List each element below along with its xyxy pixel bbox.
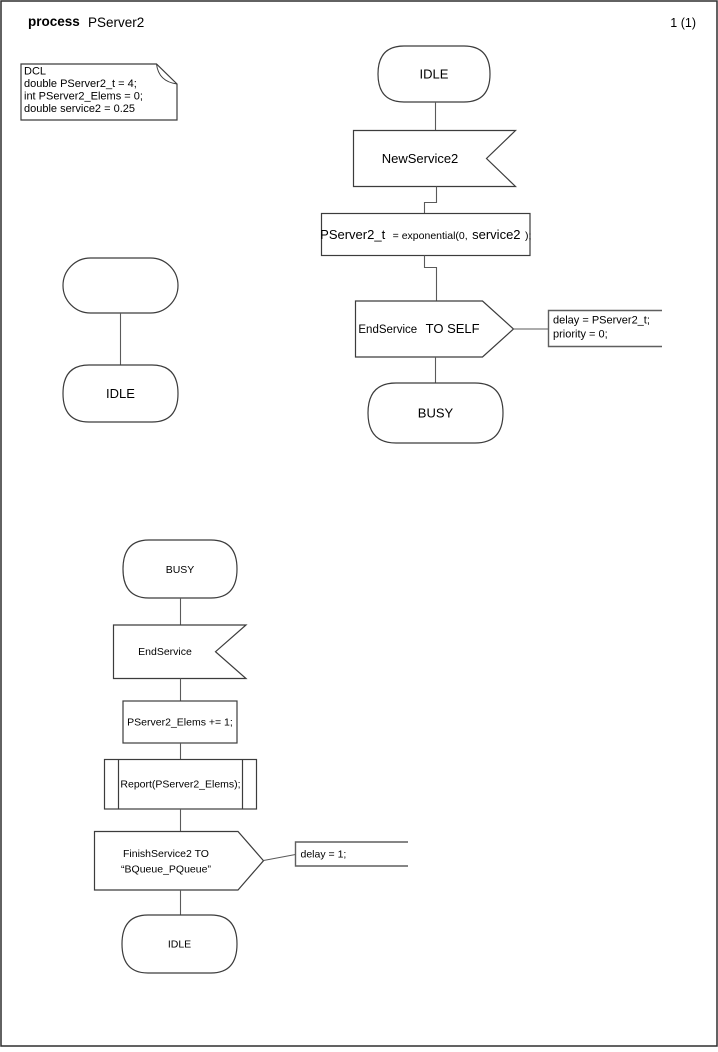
connector[interactable] [423,186,438,214]
state-symbol-idle[interactable] [377,45,491,103]
output-signal-symbol[interactable] [93,830,265,891]
input-signal-symbol[interactable] [352,129,517,188]
state-symbol-busy[interactable] [122,539,238,599]
output-signal-symbol[interactable] [354,300,515,358]
task-arg: service2 [472,227,520,242]
output-signal-label: EndService TO SELF [358,320,479,337]
dcl-line: double PServer2_t = 4; [24,78,137,90]
task-lhs: PServer2_t [320,227,385,242]
procedure-call-symbol[interactable] [103,758,258,810]
dcl-line: double service2 = 0.25 [24,103,135,115]
comment-connector[interactable] [263,853,296,862]
task-symbol[interactable] [122,700,238,744]
folded-corner-icon [156,63,178,85]
task-mid: = exponential(0, [393,230,468,242]
input-signal-symbol[interactable] [112,624,248,680]
state-label: IDLE [106,386,135,401]
process-keyword: process [28,14,80,29]
page-header: process PServer2 1 (1) [28,14,696,30]
state-label: BUSY [418,406,454,421]
connector[interactable] [423,255,438,302]
input-signal-label: NewService2 [382,151,459,166]
state-label: BUSY [166,564,195,576]
state-symbol-busy[interactable] [367,382,504,444]
process-name: PServer2 [88,15,144,30]
task-label: PServer2_t = exponential(0, service2 ); [320,226,531,243]
service-end-flow: BUSY EndService PServer2_Elems += 1; Rep… [93,539,409,974]
task-end: ); [525,230,531,242]
procedure-call-label: Report(PServer2_Elems); [120,779,240,791]
output-signal-target: TO SELF [426,321,480,336]
state-symbol-idle[interactable] [62,364,179,423]
comment-line: delay = PServer2_t; [553,315,650,327]
comment-line: priority = 0; [553,329,608,341]
task-label: PServer2_Elems += 1; [127,717,233,729]
output-signal-label-line1: FinishService2 TO [123,848,209,860]
procedure-call-side-bars [117,759,244,809]
state-label: IDLE [420,67,449,82]
start-symbol[interactable] [62,257,179,314]
text-symbol-outline[interactable] [20,63,178,121]
declaration-text-symbol[interactable]: DCL double PServer2_t = 4; int PServer2_… [20,63,178,121]
comment-line: delay = 1; [301,849,347,861]
page-number: 1 (1) [670,16,696,30]
state-label: IDLE [168,939,191,951]
input-signal-label: EndService [138,646,192,658]
output-signal-label-line2: “BQueue_PQueue” [121,864,211,876]
comment-symbol[interactable] [547,309,663,348]
service-start-flow: IDLE NewService2 PServer2_t = exponentia… [320,45,663,444]
dcl-line: DCL [24,66,46,78]
dcl-line: int PServer2_Elems = 0; [24,91,143,103]
output-signal-name: EndService [358,324,417,336]
task-symbol[interactable] [320,212,531,257]
init-flow: IDLE [62,257,179,423]
state-symbol-idle[interactable] [121,914,238,974]
comment-symbol[interactable] [294,841,409,867]
